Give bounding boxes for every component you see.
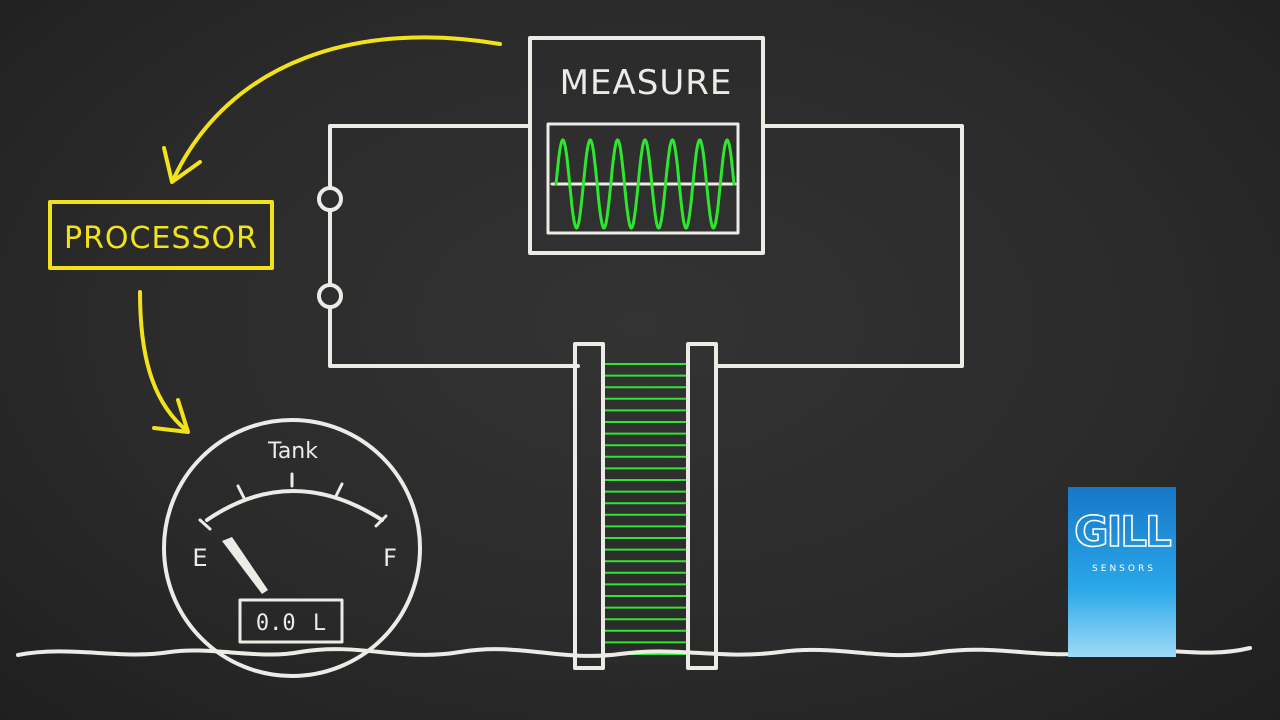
measure-label: MEASURE bbox=[560, 63, 733, 103]
svg-text:0.0 L: 0.0 L bbox=[256, 611, 326, 636]
probe-electrode-left bbox=[573, 342, 605, 670]
gauge-arc bbox=[205, 489, 384, 522]
gill-sensors-logo: GILL SENSORS bbox=[1068, 487, 1176, 657]
logo-brand: GILL bbox=[1074, 507, 1171, 556]
gauge-needle bbox=[222, 537, 268, 594]
electric-field-lines bbox=[605, 363, 686, 655]
terminal-bottom bbox=[317, 283, 343, 309]
arrow-processor-to-gauge bbox=[138, 290, 190, 434]
sine-wave-signal bbox=[554, 138, 736, 230]
terminal-top bbox=[317, 186, 343, 212]
gauge-tick bbox=[334, 482, 344, 498]
gauge-empty-label: E bbox=[192, 544, 207, 572]
gauge-readout-unit: L bbox=[313, 611, 326, 636]
measure-box bbox=[528, 36, 765, 255]
circuit-wires bbox=[328, 124, 964, 368]
logo-tagline: SENSORS bbox=[1092, 564, 1156, 574]
tank-gauge: Tank E F 0.0 L bbox=[162, 418, 422, 678]
gauge-title: Tank bbox=[267, 439, 318, 464]
gauge-readout-display bbox=[238, 598, 344, 644]
gauge-readout-value: 0.0 bbox=[256, 611, 296, 636]
gauge-tick bbox=[374, 514, 388, 528]
logo-panel bbox=[1068, 487, 1176, 657]
processor-label: PROCESSOR bbox=[64, 221, 258, 256]
gauge-full-label: F bbox=[383, 544, 397, 572]
capacitive-probe bbox=[573, 342, 718, 670]
processor-box bbox=[48, 200, 274, 270]
arrow-measure-to-processor bbox=[162, 35, 502, 184]
gauge-dial bbox=[162, 418, 422, 678]
liquid-surface bbox=[16, 646, 1252, 658]
gauge-tick bbox=[198, 518, 212, 531]
oscilloscope-screen bbox=[546, 122, 740, 235]
probe-electrode-right bbox=[686, 342, 718, 670]
gauge-tick bbox=[236, 484, 246, 500]
